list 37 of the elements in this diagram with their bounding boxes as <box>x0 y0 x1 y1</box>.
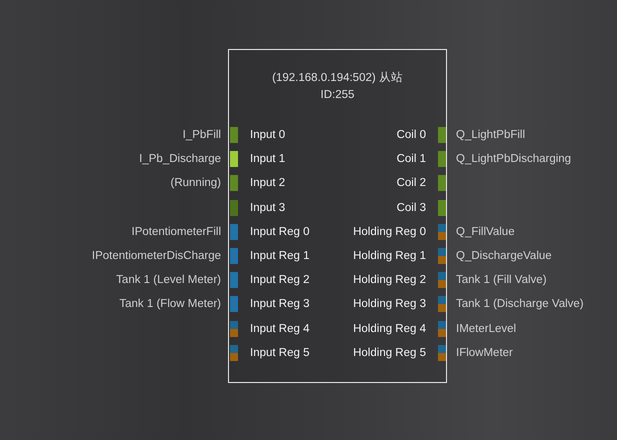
tag-name: Q_FillValue <box>456 224 515 240</box>
tag-name: Tank 1 (Flow Meter) <box>119 297 221 312</box>
tag-name: IFlowMeter <box>456 346 513 361</box>
register-label: Holding Reg 3 <box>353 297 426 312</box>
register-label: Holding Reg 1 <box>353 249 426 264</box>
register-label: Coil 3 <box>396 200 426 216</box>
register-label: Input Reg 1 <box>250 249 310 264</box>
register-label: Holding Reg 5 <box>353 346 426 361</box>
register-label: Input 2 <box>250 176 286 192</box>
tag-name: I_Pb_Discharge <box>139 152 221 168</box>
register-label: Coil 1 <box>396 152 426 168</box>
tag-name: I_PbFill <box>182 128 221 143</box>
register-label: Holding Reg 2 <box>353 273 426 288</box>
tag-name: Tank 1 (Level Meter) <box>116 273 221 288</box>
tag-name: IPotentiometerFill <box>132 224 221 240</box>
tag-name: IPotentiometerDisCharge <box>92 249 221 264</box>
register-label: Coil 0 <box>396 128 426 143</box>
register-label: Input 1 <box>250 152 286 168</box>
tag-name: Tank 1 (Discharge Valve) <box>456 297 584 312</box>
register-label: Input Reg 0 <box>250 224 310 240</box>
tag-name: Q_LightPbFill <box>456 128 526 143</box>
register-label: Input 0 <box>250 128 286 143</box>
server-address-text: (192.168.0.194:502) 从站ID:255 <box>271 70 404 103</box>
register-label: Coil 2 <box>396 176 426 192</box>
tag-name: IMeterLevel <box>456 322 516 337</box>
register-label: Input Reg 5 <box>250 346 310 361</box>
tag-name: Q_DischargeValue <box>456 249 552 264</box>
tag-name: Tank 1 (Fill Valve) <box>456 273 547 288</box>
server-panel <box>228 49 447 383</box>
register-label: Input Reg 2 <box>250 273 310 288</box>
register-label: Holding Reg 0 <box>353 224 426 240</box>
register-label: Input 3 <box>250 200 286 216</box>
tag-name: Q_LightPbDischarging <box>456 152 572 168</box>
register-label: Input Reg 3 <box>250 297 310 312</box>
register-label: Input Reg 4 <box>250 322 310 337</box>
tag-name: (Running) <box>170 176 221 192</box>
register-label: Holding Reg 4 <box>353 322 426 337</box>
